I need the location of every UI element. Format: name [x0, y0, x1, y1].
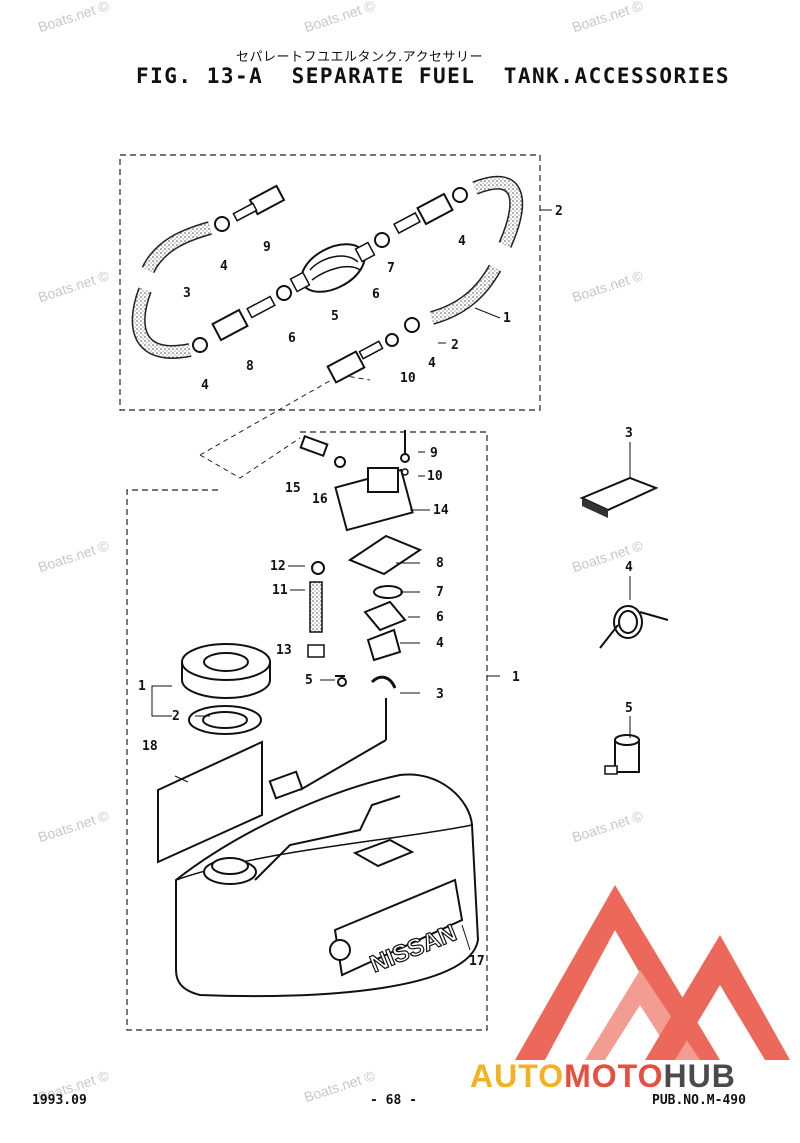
pad-3 — [579, 476, 659, 518]
part-label: 6 — [372, 287, 380, 302]
part-label: 5 — [625, 701, 633, 716]
fuel-tank-17: NISSAN — [175, 773, 480, 998]
part-label: 14 — [433, 503, 449, 518]
part-label: 1 — [512, 670, 520, 685]
connector-9 — [232, 184, 286, 222]
part-label: 8 — [246, 359, 254, 374]
footer-page: - 68 - — [370, 1093, 417, 1108]
part-label: 7 — [436, 585, 444, 600]
part-label: 4 — [625, 560, 633, 575]
part-label: 6 — [436, 610, 444, 625]
part-label: 2 — [451, 338, 459, 353]
part-label: 3 — [625, 426, 633, 441]
part-label: 9 — [430, 446, 438, 461]
fig-number: FIG. 13-A — [136, 64, 264, 88]
part-label: 11 — [272, 583, 288, 598]
spring-4 — [599, 605, 669, 649]
footer-date: 1993.09 — [32, 1093, 87, 1108]
part-label: 7 — [387, 261, 395, 276]
hose-group-labels: 1 2 3 4 4 4 4 5 6 6 7 8 9 10 2 — [183, 204, 563, 393]
fuel-hose-1 — [429, 175, 524, 325]
part-label: 4 — [436, 636, 444, 651]
part-label: 15 — [285, 481, 301, 496]
part-label: 4 — [220, 259, 228, 274]
automotohub-logo-mark — [515, 885, 790, 1060]
part-label: 9 — [263, 240, 271, 255]
tank-group-labels: 9 10 14 15 16 8 7 6 4 3 12 11 13 5 1 2 1… — [138, 446, 520, 969]
part-label: 4 — [201, 378, 209, 393]
fitting-5 — [604, 734, 640, 775]
figure-title: FIG. 13-A SEPARATE FUEL TANK.ACCESSORIES — [136, 64, 730, 88]
part-label: 2 — [172, 709, 180, 724]
cap-gasket-2 — [188, 705, 262, 735]
part-label: 1 — [138, 679, 146, 694]
part-label: 10 — [400, 371, 416, 386]
logo-hub: HUB — [663, 1058, 736, 1094]
valve-7 — [374, 192, 454, 248]
group-connector — [199, 437, 301, 479]
tank-cap-1 — [181, 643, 271, 699]
japanese-title: セパレートフユエルタンク.アクセサリー — [236, 50, 483, 65]
loose-part-labels: 3 4 5 — [625, 426, 633, 716]
clamps — [192, 187, 468, 353]
part-label: 3 — [183, 286, 191, 301]
part-label: 2 — [555, 204, 563, 219]
part-label: 10 — [427, 469, 443, 484]
valve-8 — [211, 285, 292, 342]
logo-auto: AUTO — [470, 1058, 565, 1094]
part-label: 3 — [436, 687, 444, 702]
part-label: 6 — [288, 331, 296, 346]
connector-10 — [326, 340, 384, 384]
part-label: 8 — [436, 556, 444, 571]
hose-group-boundary — [119, 154, 541, 411]
leader-lines — [151, 209, 631, 951]
part-label: 1 — [503, 311, 511, 326]
part-label: 16 — [312, 492, 328, 507]
fig-title-text: SEPARATE FUEL TANK.ACCESSORIES — [291, 64, 731, 88]
automotohub-logo-text: AUTOMOTOHUB — [470, 1058, 736, 1095]
group-connector — [199, 374, 371, 456]
part-label: 5 — [305, 673, 313, 688]
logo-moto: MOTO — [564, 1058, 664, 1094]
part-label: 17 — [469, 954, 485, 969]
part-label: 18 — [142, 739, 158, 754]
part-label: 13 — [276, 643, 292, 658]
part-label: 4 — [428, 356, 436, 371]
part-label: 4 — [458, 234, 466, 249]
tank-group-boundary — [126, 431, 488, 1031]
part-label: 5 — [331, 309, 339, 324]
part-label: 12 — [270, 559, 286, 574]
primer-bulb-5 — [289, 241, 376, 293]
footer-pub: PUB.NO.M-490 — [652, 1093, 746, 1108]
fuel-hose-3 — [131, 221, 212, 359]
decal-18 — [157, 740, 263, 864]
